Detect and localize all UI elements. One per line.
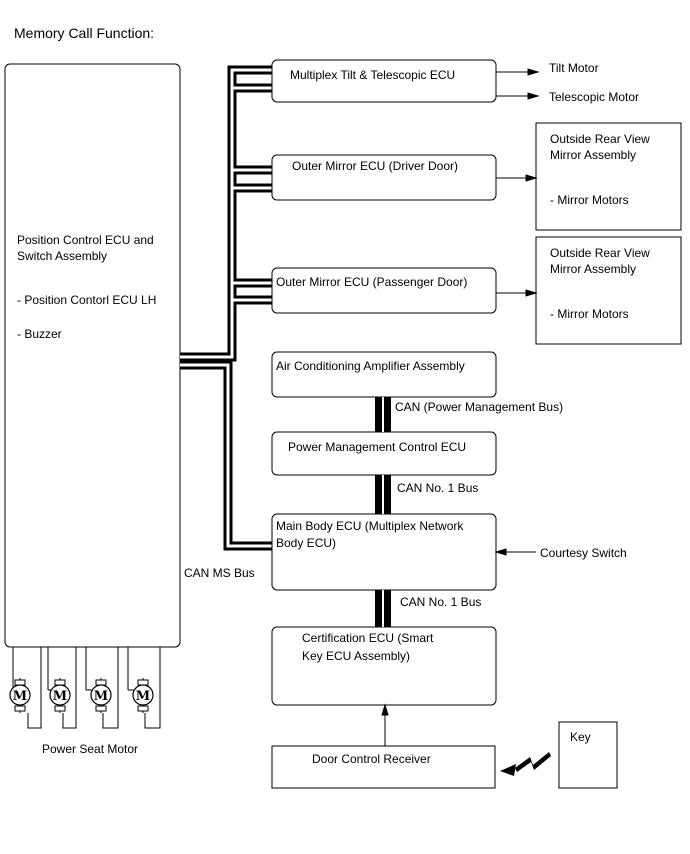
mirror-assembly-driver-line2: Mirror Assembly: [550, 148, 636, 162]
door-control-receiver-label: Door Control Receiver: [312, 752, 431, 766]
outer-mirror-passenger-ecu-block: [271, 267, 497, 314]
door-control-receiver-block: [271, 745, 496, 789]
motor-1-label: M: [13, 689, 27, 704]
mirror-assembly-driver-line3: - Mirror Motors: [550, 193, 629, 207]
courtesy-switch-label: Courtesy Switch: [540, 546, 627, 560]
key-block: [558, 721, 618, 789]
position-control-ecu-block: [4, 63, 181, 648]
motor-1: M: [9, 678, 31, 713]
power-management-ecu-label: Power Management Control ECU: [288, 440, 466, 454]
vertical-can-segments: [375, 397, 391, 627]
position-control-ecu-line3: - Position Contorl ECU LH: [17, 293, 156, 307]
can-no1-bus-label-b: CAN No. 1 Bus: [400, 595, 481, 609]
position-control-ecu-line1: Position Control ECU and: [17, 233, 154, 247]
arrows: [381, 68, 540, 746]
position-control-ecu-line2: Switch Assembly: [17, 249, 107, 263]
power-seat-motors: [12, 647, 161, 729]
power-seat-motor-caption: Power Seat Motor: [42, 742, 138, 756]
mirror-assembly-driver-line1: Outside Rear View: [550, 132, 650, 146]
outer-mirror-driver-ecu-label: Outer Mirror ECU (Driver Door): [292, 159, 458, 173]
tilt-motor-label: Tilt Motor: [549, 61, 599, 75]
position-control-ecu-line4: - Buzzer: [17, 327, 62, 341]
mirror-assembly-passenger-block: [535, 236, 682, 345]
tilt-telescopic-ecu-label: Multiplex Tilt & Telescopic ECU: [290, 68, 455, 82]
diagram-title: Memory Call Function:: [14, 25, 154, 41]
main-body-ecu-label-line2: Body ECU): [276, 536, 336, 550]
outer-mirror-passenger-ecu-label: Outer Mirror ECU (Passenger Door): [276, 275, 467, 289]
motor-4-label: M: [136, 689, 150, 704]
motor-4: M: [132, 678, 154, 713]
motor-2: M: [49, 678, 71, 713]
main-body-ecu-label-line1: Main Body ECU (Multiplex Network: [276, 519, 464, 533]
can-ms-bus: [180, 65, 272, 551]
mirror-assembly-driver-block: [535, 122, 682, 231]
telescopic-motor-label: Telescopic Motor: [549, 90, 639, 104]
mirror-assembly-passenger-line2: Mirror Assembly: [550, 262, 636, 276]
can-power-bus-label: CAN (Power Management Bus): [395, 400, 563, 414]
certification-ecu-label-line2: Key ECU Assembly): [302, 649, 410, 663]
key-label: Key: [570, 730, 591, 744]
ac-amplifier-label: Air Conditioning Amplifier Assembly: [276, 359, 465, 373]
mirror-assembly-passenger-line1: Outside Rear View: [550, 246, 650, 260]
motor-3-label: M: [94, 689, 108, 704]
can-no1-bus-label-a: CAN No. 1 Bus: [397, 481, 478, 495]
wireless-signal-icon: [500, 752, 551, 776]
motor-3: M: [90, 678, 112, 713]
certification-ecu-label-line1: Certification ECU (Smart: [302, 631, 434, 645]
motor-2-label: M: [53, 689, 67, 704]
can-ms-bus-label: CAN MS Bus: [184, 566, 255, 580]
tilt-telescopic-ecu-block: [271, 59, 497, 103]
mirror-assembly-passenger-line3: - Mirror Motors: [550, 307, 629, 321]
